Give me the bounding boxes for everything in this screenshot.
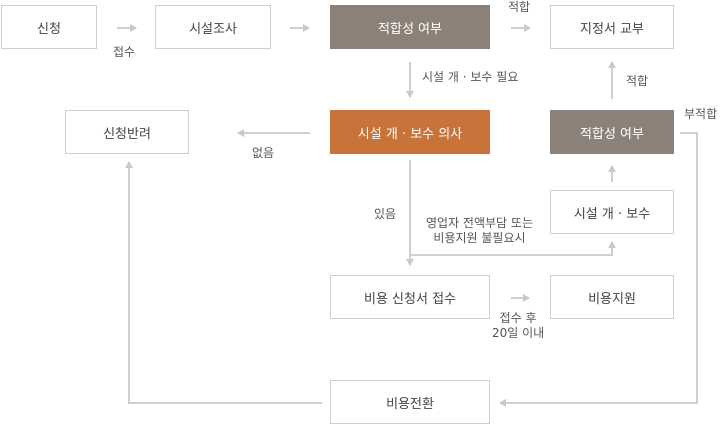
certificate-box: 지정서 교부 <box>550 5 674 49</box>
after-receipt-line1: 접수 후 <box>499 311 537 325</box>
reject-label: 신청반려 <box>103 126 151 142</box>
apply-label: 신청 <box>37 21 61 37</box>
suitability-label-mid: 적합성 여부 <box>580 126 644 142</box>
cost-support-box: 비용지원 <box>550 275 674 319</box>
after-receipt-label: 접수 후 20일 이내 <box>492 311 544 341</box>
none-label: 없음 <box>252 146 275 160</box>
cost-apply-label: 비용 신청서 접수 <box>364 291 456 307</box>
repair-needed-label: 시설 개 · 보수 필요 <box>422 70 519 84</box>
suitability-box-top: 적합성 여부 <box>330 5 490 49</box>
receipt-label: 접수 <box>113 45 136 59</box>
apply-box: 신청 <box>1 5 97 49</box>
arrow-burden-to-repair <box>410 241 616 256</box>
repair-label: 시설 개 · 보수 <box>573 206 651 222</box>
suitability-label-top: 적합성 여부 <box>378 21 442 37</box>
survey-box: 시설조사 <box>155 5 271 49</box>
suitable-label-mid: 적합 <box>626 74 649 88</box>
unsuitable-label: 부적합 <box>684 107 718 121</box>
after-receipt-line2: 20일 이내 <box>492 326 545 340</box>
cost-support-label: 비용지원 <box>588 291 636 307</box>
suitable-label-top: 적합 <box>508 0 531 14</box>
arrow-unsuitable-to-cost-convert <box>499 132 698 407</box>
repair-intent-box: 시설 개 · 보수 의사 <box>330 110 490 154</box>
suitability-box-mid: 적합성 여부 <box>550 110 674 154</box>
cost-apply-box: 비용 신청서 접수 <box>330 275 490 319</box>
arrow-cost-convert-to-reject <box>125 161 322 404</box>
burden-label-line2: 비용지원 불필요시 <box>433 231 526 245</box>
cost-convert-box: 비용전환 <box>330 380 490 424</box>
cost-convert-label: 비용전환 <box>386 396 434 412</box>
survey-label: 시설조사 <box>189 21 237 37</box>
reject-box: 신청반려 <box>65 110 189 154</box>
repair-intent-label: 시설 개 · 보수 의사 <box>357 126 463 142</box>
repair-box: 시설 개 · 보수 <box>550 190 674 234</box>
burden-label: 영업자 전액부담 또는 비용지원 불필요시 <box>426 216 533 246</box>
exists-label: 있음 <box>374 207 397 221</box>
certificate-label: 지정서 교부 <box>580 21 644 37</box>
burden-label-line1: 영업자 전액부담 또는 <box>426 216 533 230</box>
